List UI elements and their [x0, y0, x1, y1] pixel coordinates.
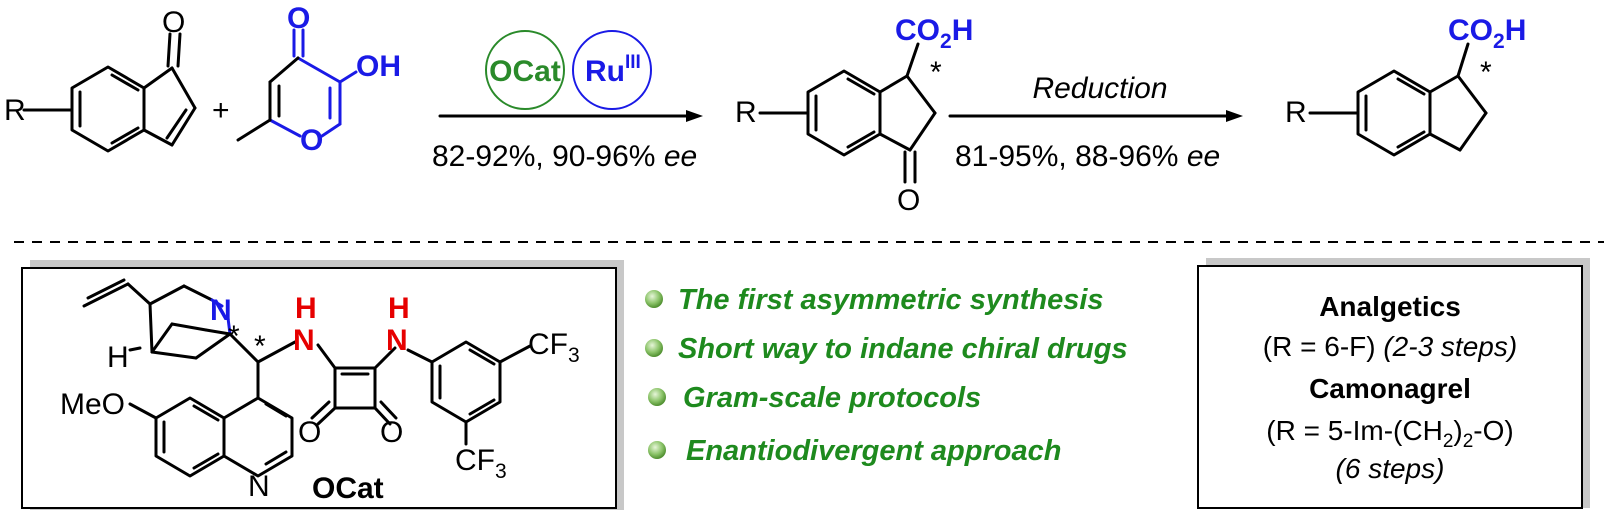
- drug-2-substituent: (R = 5-Im-(CH2)2-O): [1266, 415, 1513, 452]
- drug-2-name: Camonagrel: [1309, 373, 1471, 404]
- step2-conditions: 81-95%, 88-96% ee: [955, 140, 1220, 173]
- pyranone-ring-oxygen: O: [300, 124, 323, 157]
- quinoline-n: N: [248, 470, 270, 503]
- plus-sign: +: [212, 94, 230, 127]
- intermediate-carboxylic-acid: CO2H: [895, 14, 973, 53]
- feature-bullet-4: [648, 441, 666, 459]
- feature-3: Gram-scale protocols: [683, 382, 981, 414]
- substituent-r-2: R: [735, 96, 757, 129]
- feature-1: The first asymmetric synthesis: [678, 284, 1104, 316]
- feature-bullet-3: [648, 388, 666, 406]
- bridgehead-h: H: [107, 341, 129, 374]
- amide-h-2: H: [388, 292, 410, 325]
- amide-h-1: H: [295, 292, 317, 325]
- catalyst-box: [21, 267, 617, 509]
- feature-2: Short way to indane chiral drugs: [678, 333, 1128, 365]
- pyranone-oxo: O: [287, 2, 310, 35]
- drugs-box: [1197, 265, 1583, 509]
- step2-reagent: Reduction: [1032, 72, 1167, 105]
- step1-conditions: 82-92%, 90-96% ee: [432, 140, 697, 173]
- stereocenter-star-1: *: [930, 56, 942, 89]
- catalyst-star-1: *: [228, 320, 240, 353]
- cf3-bottom: CF3: [455, 444, 507, 483]
- stereocenter-star-2: *: [1480, 56, 1492, 89]
- pyranone-structure: [236, 28, 358, 142]
- amide-n-2: N: [386, 324, 408, 357]
- catalyst-structure: [82, 278, 532, 478]
- drug-1-details: (R = 6-F) (2-3 steps): [1263, 331, 1517, 362]
- feature-bullet-1: [645, 290, 663, 308]
- squaramide-o-1: O: [298, 416, 321, 449]
- metal-catalyst-label: RuIII: [585, 52, 641, 88]
- feature-4: Enantiodivergent approach: [686, 435, 1061, 467]
- indenone-structure: [22, 32, 197, 153]
- quinuclidine-n: N: [210, 294, 232, 327]
- catalyst-star-2: *: [254, 330, 266, 363]
- feature-bullet-2: [645, 339, 663, 357]
- cf3-top: CF3: [528, 328, 580, 367]
- reaction-arrow-1-head: [686, 110, 703, 122]
- organocatalyst-label: OCat: [489, 55, 561, 88]
- squaramide-o-2: O: [380, 416, 403, 449]
- indanone-acid-structure: [758, 42, 937, 184]
- drug-1-name: Analgetics: [1319, 291, 1461, 322]
- pyranone-hydroxy: OH: [356, 50, 401, 83]
- organocatalyst-circle: [485, 30, 565, 110]
- product-carboxylic-acid: CO2H: [1448, 14, 1526, 53]
- indenone-oxygen: O: [162, 6, 185, 39]
- methoxy-group: MeO: [60, 388, 125, 421]
- metal-catalyst-circle: [572, 30, 652, 110]
- reaction-arrow-2-head: [1226, 110, 1243, 122]
- drug-2-steps: (6 steps): [1336, 453, 1445, 484]
- indane-acid-structure: [1308, 42, 1488, 157]
- substituent-r-1: R: [4, 94, 26, 127]
- amide-n-1: N: [293, 324, 315, 357]
- catalyst-name: OCat: [312, 472, 384, 505]
- substituent-r-3: R: [1285, 96, 1307, 129]
- ketone-oxygen: O: [897, 184, 920, 217]
